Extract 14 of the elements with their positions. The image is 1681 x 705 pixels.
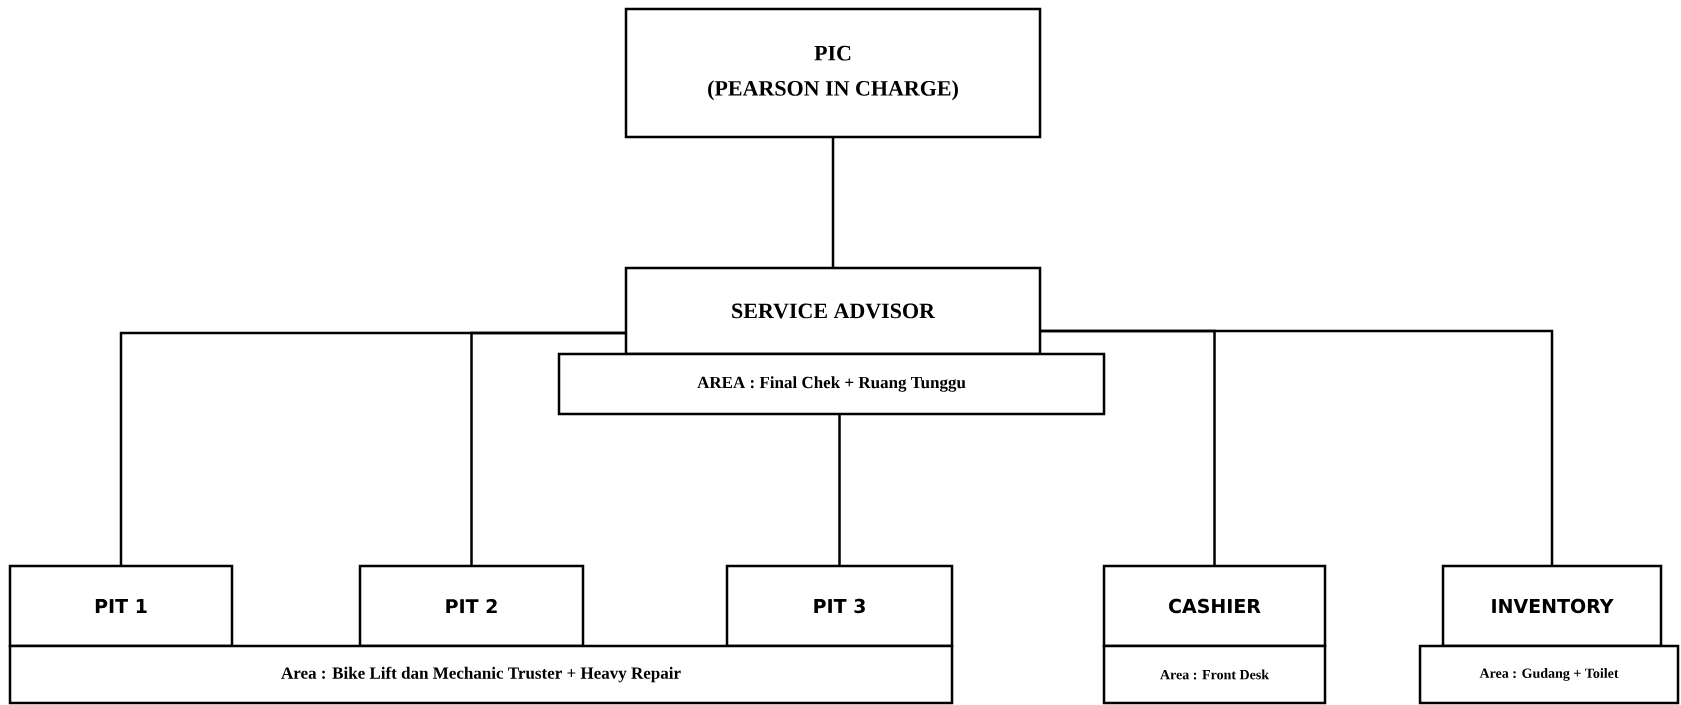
- role-box: PIT 1: [8, 564, 234, 648]
- role-box: SERVICE ADVISOR: [624, 266, 1042, 356]
- role-box: PIT 2: [358, 564, 585, 648]
- role-box: PIT 3: [725, 564, 954, 648]
- connector-line: [831, 137, 835, 268]
- title-box: PIC (PEARSON IN CHARGE): [624, 7, 1042, 139]
- connector-line: [1040, 329, 1554, 566]
- area-box: AREA : Final Chek + Ruang Tunggu: [557, 352, 1106, 416]
- area-box: Area : Gudang + Toilet: [1418, 644, 1680, 705]
- role-box: INVENTORY: [1441, 564, 1663, 648]
- role-box: CASHIER: [1102, 564, 1327, 648]
- connector-line: [470, 331, 626, 566]
- connector-line: [838, 414, 841, 566]
- area-box: Area : Front Desk: [1102, 644, 1327, 705]
